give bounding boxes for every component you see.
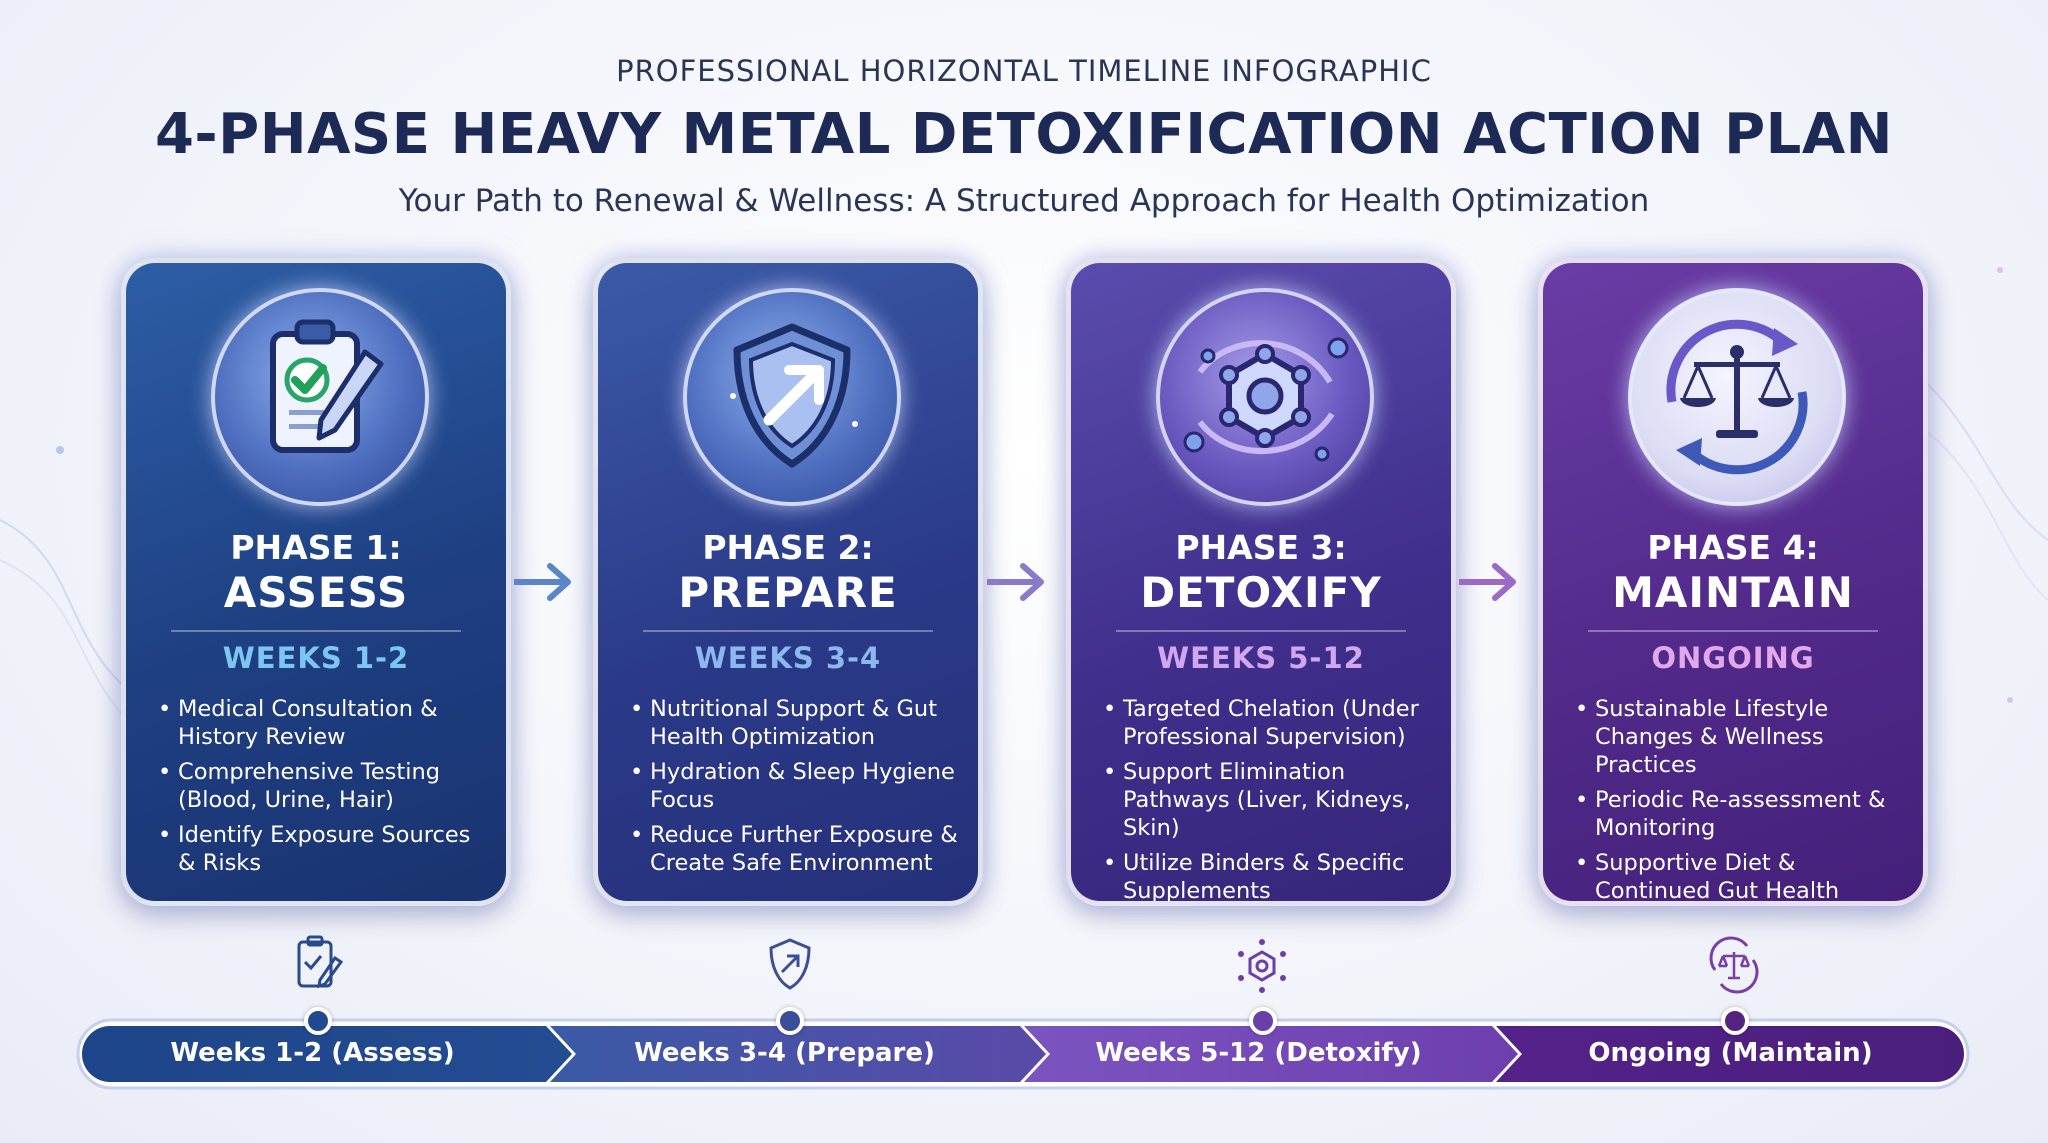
divider	[1588, 630, 1878, 632]
phase-number: PHASE 1:	[230, 528, 402, 567]
bullet-item: Identify Exposure Sources & Risks	[158, 821, 493, 877]
divider	[1116, 630, 1406, 632]
arrow-right-icon	[514, 563, 571, 601]
arrow-right-icon	[987, 563, 1044, 601]
balance-scale-icon	[1666, 319, 1808, 475]
timeline-marker	[304, 1007, 332, 1035]
bullet-item: Reduce Further Exposure & Create Safe En…	[630, 821, 965, 877]
phase-emblem	[1156, 288, 1374, 506]
phase-name: DETOXIFY	[1140, 568, 1382, 617]
phase-number: PHASE 3:	[1175, 528, 1347, 567]
shield-arrow-icon	[769, 938, 811, 990]
phase-bullets: Targeted Chelation (Under Professional S…	[1103, 695, 1438, 901]
page-subtitle: Your Path to Renewal & Wellness: A Struc…	[398, 183, 1650, 219]
phase-number: PHASE 2:	[702, 528, 874, 567]
timeline-track	[76, 1018, 1970, 1090]
shield-arrow-icon	[730, 323, 858, 468]
clipboard-check-icon	[297, 935, 344, 989]
bullet-item: Targeted Chelation (Under Professional S…	[1103, 695, 1438, 751]
phase-card-maintain: PHASE 4: MAINTAIN ONGOING Sustainable Li…	[1538, 258, 1928, 906]
phase-emblem	[211, 288, 429, 506]
bullet-item: Hydration & Sleep Hygiene Focus	[630, 758, 965, 814]
bullet-item: Comprehensive Testing (Blood, Urine, Hai…	[158, 758, 493, 814]
balance-scale-icon	[1709, 936, 1759, 994]
phase-number: PHASE 4:	[1647, 528, 1819, 567]
timeline-segment-assess: Weeks 1-2 (Assess)	[170, 1038, 455, 1068]
phase-emblem	[683, 288, 901, 506]
phase-name: ASSESS	[223, 568, 409, 617]
timeline-segment-maintain: Ongoing (Maintain)	[1588, 1038, 1873, 1068]
molecule-icon	[1238, 939, 1286, 993]
bullet-item: Medical Consultation & History Review	[158, 695, 493, 751]
clipboard-check-icon	[270, 319, 384, 453]
divider	[643, 630, 933, 632]
bullet-item: Periodic Re-assessment & Monitoring	[1575, 786, 1910, 842]
bullet-item: Nutritional Support & Gut Health Optimiz…	[630, 695, 965, 751]
bullet-item: Sustainable Lifestyle Changes & Wellness…	[1575, 695, 1910, 779]
arrow-right-icon	[1459, 563, 1516, 601]
bullet-item: Supportive Diet & Continued Gut Health	[1575, 849, 1910, 901]
timeline-bar: Weeks 1-2 (Assess) Weeks 3-4 (Prepare) W…	[76, 1016, 1970, 1092]
timeline-marker	[1249, 1007, 1277, 1035]
bullet-item: Utilize Binders & Specific Supplements	[1103, 849, 1438, 901]
timeline-segment-prepare: Weeks 3-4 (Prepare)	[634, 1038, 935, 1068]
header: PROFESSIONAL HORIZONTAL TIMELINE INFOGRA…	[0, 54, 2048, 219]
page-title: 4-PHASE HEAVY METAL DETOXIFICATION ACTIO…	[154, 102, 1894, 167]
phase-bullets: Nutritional Support & Gut Health Optimiz…	[630, 695, 965, 884]
molecule-icon	[1183, 337, 1349, 462]
bullet-item: Support Elimination Pathways (Liver, Kid…	[1103, 758, 1438, 842]
phase-name: MAINTAIN	[1612, 568, 1854, 617]
phase-emblem	[1628, 288, 1846, 506]
timeline-marker	[776, 1007, 804, 1035]
phase-name: PREPARE	[678, 568, 898, 617]
phase-bullets: Sustainable Lifestyle Changes & Wellness…	[1575, 695, 1910, 901]
phase-card-detoxify: PHASE 3: DETOXIFY WEEKS 5-12 Targeted Ch…	[1066, 258, 1456, 906]
phase-duration: WEEKS 3-4	[694, 641, 882, 675]
divider	[171, 630, 461, 632]
timeline-segment-detoxify: Weeks 5-12 (Detoxify)	[1095, 1038, 1422, 1068]
phase-duration: WEEKS 1-2	[222, 641, 410, 675]
kicker-text: PROFESSIONAL HORIZONTAL TIMELINE INFOGRA…	[616, 54, 1432, 88]
timeline-marker	[1721, 1007, 1749, 1035]
phase-card-prepare: PHASE 2: PREPARE WEEKS 3-4 Nutritional S…	[593, 258, 983, 906]
phase-duration: WEEKS 5-12	[1157, 641, 1365, 675]
phase-card-assess: PHASE 1: ASSESS WEEKS 1-2 Medical Consul…	[121, 258, 511, 906]
phase-duration: ONGOING	[1651, 641, 1815, 675]
phase-bullets: Medical Consultation & History Review Co…	[158, 695, 493, 884]
